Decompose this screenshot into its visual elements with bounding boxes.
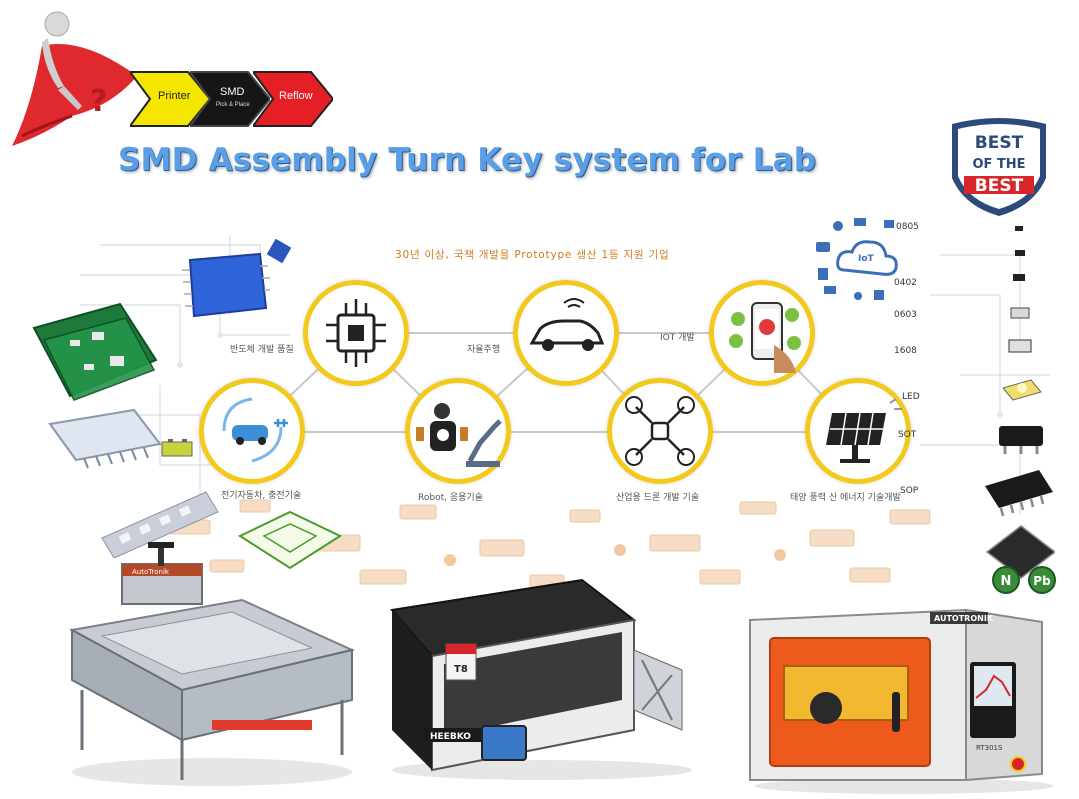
reflow-oven-machine: AUTOTRONIK RT301S bbox=[744, 604, 1054, 794]
reflow-brand: AUTOTRONIK bbox=[934, 614, 994, 623]
size-label-led: LED bbox=[902, 392, 920, 402]
pb-logo-text: Pb bbox=[1033, 574, 1051, 588]
process-step-printer: Printer bbox=[128, 70, 212, 128]
car-icon bbox=[529, 298, 605, 351]
process-step-label: Printer bbox=[158, 90, 191, 102]
size-label-0402: 0402 bbox=[894, 278, 917, 288]
circle-label: 태양 풍력 신 에너지 기술개발 bbox=[790, 493, 901, 503]
ic-package-illustration bbox=[44, 404, 166, 474]
printer-brand: AutoTronik bbox=[132, 568, 170, 576]
circle-semiconductor bbox=[303, 280, 409, 386]
nb-logo-text: N bbox=[1001, 574, 1012, 589]
pcb-boards-illustration bbox=[30, 300, 160, 410]
circle-label: IOT 개발 bbox=[660, 333, 695, 343]
circle-iot bbox=[709, 280, 815, 386]
iot-cloud-illustration: IoT bbox=[810, 212, 920, 308]
size-label-sot: SOT bbox=[898, 430, 917, 440]
circle-solar bbox=[805, 378, 911, 484]
circle-label: 산업용 드론 개발 기술 bbox=[616, 493, 700, 503]
mascot-illustration: ? bbox=[12, 6, 152, 156]
size-label-0805: 0805 bbox=[896, 222, 919, 232]
pnp-badge: T8 bbox=[454, 664, 468, 675]
badge-line2: OF THE bbox=[972, 157, 1025, 172]
component-column bbox=[985, 222, 1057, 582]
cloud-label: IoT bbox=[858, 254, 874, 264]
solar-panel-icon bbox=[826, 398, 902, 463]
pnp-brand: HEEBKO bbox=[430, 732, 471, 742]
robot-icon bbox=[416, 403, 502, 467]
pick-and-place-machine: T8 HEEBKO bbox=[372, 560, 692, 780]
circle-robot bbox=[405, 378, 511, 484]
size-label-0603: 0603 bbox=[894, 310, 917, 320]
process-step-reflow: Reflow bbox=[251, 70, 335, 128]
drone-icon bbox=[625, 396, 695, 466]
size-label-1608: 1608 bbox=[894, 346, 917, 356]
circle-label: 자율주행 bbox=[467, 345, 501, 355]
qfn-chip-outline bbox=[230, 506, 350, 576]
reflow-model: RT301S bbox=[976, 744, 1003, 752]
process-step-label: Reflow bbox=[279, 90, 313, 102]
circle-ev-charging bbox=[199, 378, 305, 484]
small-chip-illustration bbox=[264, 236, 294, 266]
process-step-sublabel: Pick & Place bbox=[216, 102, 250, 108]
component-reel-strip bbox=[100, 488, 220, 559]
lead-free-logos: N Pb bbox=[990, 564, 1060, 596]
stencil-printer-machine: AutoTronik bbox=[62, 540, 362, 790]
circle-drone bbox=[607, 378, 713, 484]
circle-autonomous-driving bbox=[513, 280, 619, 386]
svg-text:?: ? bbox=[90, 84, 107, 119]
process-step-label: SMD bbox=[220, 86, 245, 98]
circle-label: Robot, 응용기술 bbox=[418, 493, 483, 503]
chip-icon bbox=[326, 299, 386, 367]
cpu-chip-illustration bbox=[180, 250, 270, 322]
badge-line1: BEST bbox=[975, 133, 1024, 153]
battery-icon bbox=[160, 438, 196, 458]
page-title: SMD Assembly Turn Key system for Lab bbox=[118, 142, 817, 178]
circle-label: 전기자동차, 충전기술 bbox=[221, 491, 302, 501]
tagline: 30년 이상, 국책 개발을 Prototype 생산 1등 지원 기업 bbox=[395, 249, 670, 261]
circle-label: 반도체 개발 품질 bbox=[230, 345, 294, 355]
best-of-the-best-badge: BEST OF THE BEST bbox=[944, 116, 1054, 220]
size-label-sop: SOP bbox=[900, 486, 919, 496]
badge-line3: BEST bbox=[975, 176, 1024, 196]
process-step-smd: SMD Pick & Place bbox=[188, 70, 272, 128]
ev-charging-icon bbox=[222, 397, 288, 463]
smartphone-icon bbox=[729, 302, 801, 373]
